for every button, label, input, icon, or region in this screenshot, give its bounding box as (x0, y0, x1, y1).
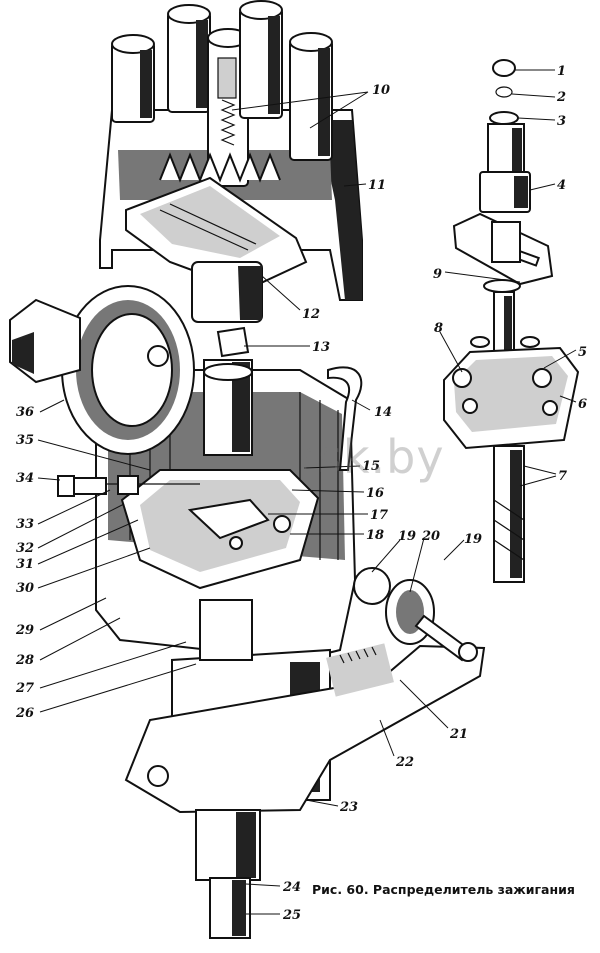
callout-23: 23 (339, 800, 358, 815)
callout-36: 36 (16, 405, 34, 420)
callout-22: 22 (395, 755, 414, 770)
callout-35: 35 (16, 433, 34, 448)
callout-labels: 1 2 3 4 5 6 7 8 9 10 11 12 13 14 15 16 1… (15, 64, 587, 923)
callout-5: 5 (578, 345, 587, 360)
adjusting-screw (57, 475, 200, 497)
vacuum-regulator (9, 285, 195, 455)
callout-17: 17 (370, 508, 388, 523)
octane-corrector (353, 567, 478, 662)
callout-14: 14 (374, 405, 392, 420)
callout-16: 16 (366, 486, 384, 501)
leader-lines (37, 69, 577, 915)
callout-9: 9 (433, 267, 442, 282)
callout-4: 4 (557, 178, 566, 193)
spring-clip (327, 366, 363, 471)
callout-15: 15 (362, 459, 380, 474)
callout-33: 33 (16, 517, 34, 532)
housing-ribs (129, 390, 339, 560)
callout-30: 30 (16, 581, 34, 596)
callout-28: 28 (15, 653, 34, 668)
callout-32: 32 (16, 541, 34, 556)
callout-1: 1 (557, 64, 566, 79)
callout-7: 7 (558, 469, 567, 484)
callout-2: 2 (556, 90, 566, 105)
callout-29: 29 (15, 623, 34, 638)
callout-11: 11 (368, 178, 386, 193)
callout-10: 10 (372, 83, 390, 98)
watermark: rsk.by (298, 430, 445, 484)
callout-19b: 19 (464, 532, 482, 547)
callout-6: 6 (578, 397, 587, 412)
callout-19a: 19 (398, 529, 416, 544)
callout-25: 25 (282, 908, 301, 923)
distributor-cap (99, 0, 363, 301)
exploded-parts (443, 59, 580, 583)
rotor (125, 176, 308, 323)
callout-21: 21 (449, 727, 468, 742)
callout-27: 27 (15, 681, 34, 696)
callout-12: 12 (302, 307, 320, 322)
callout-34: 34 (16, 471, 34, 486)
cap-towers (111, 0, 333, 187)
figure-caption: Рис. 60. Распределитель зажигания (312, 882, 575, 897)
callout-13: 13 (312, 340, 330, 355)
callout-18: 18 (366, 528, 384, 543)
callout-26: 26 (15, 706, 34, 721)
cam (216, 326, 250, 358)
callout-3: 3 (557, 114, 566, 129)
callout-8: 8 (434, 321, 443, 336)
callout-31: 31 (16, 557, 34, 572)
callout-20: 20 (421, 529, 440, 544)
callout-24: 24 (282, 880, 301, 895)
